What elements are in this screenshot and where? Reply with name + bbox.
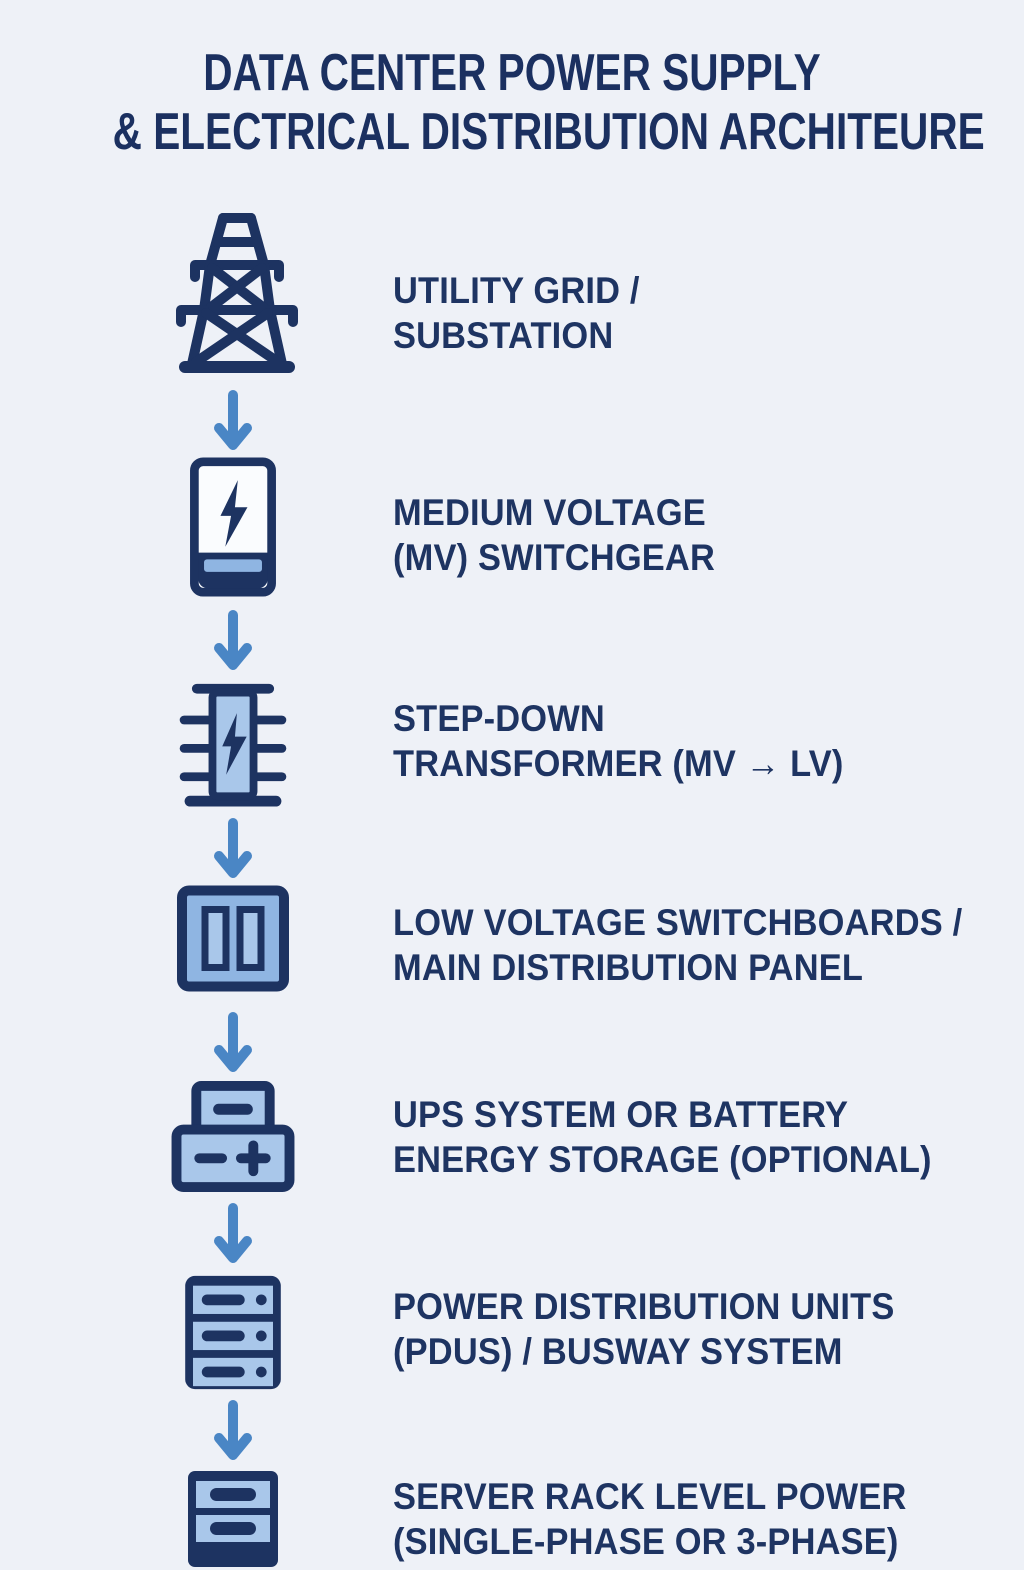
step-label-mv-switchgear: MEDIUM VOLTAGE (MV) SWITCHGEAR <box>393 490 715 580</box>
mv-switchgear-icon <box>189 457 277 597</box>
lv-switchboard-icon <box>177 883 289 994</box>
label-line: (SINGLE-PHASE OR 3-PHASE) <box>393 1521 899 1562</box>
down-arrow-icon <box>211 1203 255 1267</box>
label-line: MEDIUM VOLTAGE <box>393 492 706 533</box>
down-arrow-icon <box>211 390 255 454</box>
transmission-tower-icon <box>172 208 302 376</box>
label-line: TRANSFORMER (MV → LV) <box>393 743 844 784</box>
page-title: DATA CENTER POWER SUPPLY & ELECTRICAL DI… <box>112 44 985 162</box>
step-label-ups: UPS SYSTEM OR BATTERY ENERGY STORAGE (OP… <box>393 1092 932 1182</box>
label-line: SERVER RACK LEVEL POWER <box>393 1476 907 1517</box>
step-label-server-rack: SERVER RACK LEVEL POWER (SINGLE-PHASE OR… <box>393 1474 907 1564</box>
infographic-canvas: DATA CENTER POWER SUPPLY & ELECTRICAL DI… <box>112 44 985 1567</box>
label-line: MAIN DISTRIBUTION PANEL <box>393 947 864 988</box>
title-line-2: & ELECTRICAL DISTRIBUTION ARCHITEURE <box>112 103 985 161</box>
step-label-transformer: STEP-DOWN TRANSFORMER (MV → LV) <box>393 696 844 786</box>
down-arrow-icon <box>211 1012 255 1076</box>
down-arrow-icon <box>211 818 255 882</box>
label-line: (PDUS) / BUSWAY SYSTEM <box>393 1331 843 1372</box>
label-line: POWER DISTRIBUTION UNITS <box>393 1286 895 1327</box>
ups-battery-icon <box>167 1080 299 1193</box>
server-rack-icon <box>185 1468 281 1570</box>
label-line: STEP-DOWN <box>393 698 605 739</box>
down-arrow-icon <box>211 610 255 674</box>
pdu-server-stack-icon <box>181 1273 285 1392</box>
title-line-1: DATA CENTER POWER SUPPLY <box>203 44 821 102</box>
label-line: (MV) SWITCHGEAR <box>393 537 716 578</box>
down-arrow-icon <box>211 1400 255 1464</box>
step-label-pdu: POWER DISTRIBUTION UNITS (PDUS) / BUSWAY… <box>393 1284 895 1374</box>
label-line: UPS SYSTEM OR BATTERY <box>393 1094 849 1135</box>
step-label-lv-switchboard: LOW VOLTAGE SWITCHBOARDS / MAIN DISTRIBU… <box>393 900 962 990</box>
label-line: ENERGY STORAGE (OPTIONAL) <box>393 1139 932 1180</box>
label-line: UTILITY GRID / <box>393 270 640 311</box>
label-line: LOW VOLTAGE SWITCHBOARDS / <box>393 902 963 943</box>
label-line: SUBSTATION <box>393 315 614 356</box>
step-down-transformer-icon <box>173 676 293 809</box>
step-label-utility-grid: UTILITY GRID / SUBSTATION <box>393 268 640 358</box>
